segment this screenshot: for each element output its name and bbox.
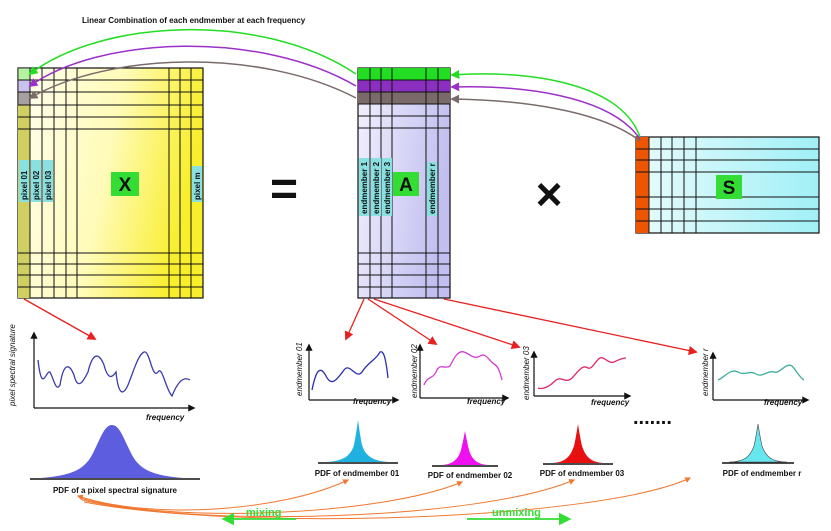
orange-arrow-em1: [76, 479, 350, 511]
arrow-x-to-signature: [23, 298, 97, 340]
x-cell-green: [17, 67, 31, 81]
a-matrix-label: A: [399, 175, 413, 196]
pdf-pixel: PDF of a pixel spectral signature: [30, 425, 200, 495]
x-label-box: [111, 172, 139, 196]
svg-text:frequency: frequency: [353, 397, 392, 406]
s-matrix-label: S: [723, 178, 736, 199]
matrix-s: S: [635, 136, 820, 234]
combination-arrows: [28, 29, 641, 142]
orange-arrow-em3: [81, 479, 576, 518]
orange-arrow-em2: [79, 481, 464, 514]
svg-text:frequency: frequency: [467, 397, 506, 406]
times-sign: ×: [536, 168, 563, 220]
arrow-a-to-x-purple: [28, 45, 357, 88]
matrix-x: pixel 01 pixel 02 pixel 03 pixel m X: [17, 67, 204, 299]
signature-plot-xlabel: frequency: [146, 413, 185, 422]
orange-arrow-emr: [83, 477, 692, 520]
pdf-endmember-1-label: PDF of endmember 01: [315, 469, 400, 478]
svg-text:endmember 1: endmember 1: [360, 161, 369, 214]
equals-sign: =: [270, 163, 298, 216]
endmember-2-curve: [423, 351, 503, 386]
endmember-3-curve: [537, 357, 627, 390]
a-column-label-endmember-3: endmember 3: [382, 158, 392, 216]
svg-text:endmember r: endmember r: [701, 348, 710, 396]
svg-text:endmember 2: endmember 2: [372, 161, 381, 214]
a-column-label-endmember-1: endmember 1: [359, 158, 369, 216]
red-arrows: [23, 298, 698, 355]
x-cell-purple: [17, 79, 31, 93]
arrow-a-to-em2: [367, 298, 438, 346]
svg-text:pixel m: pixel m: [193, 172, 202, 200]
pdf-pixel-label: PDF of a pixel spectral signature: [53, 486, 178, 495]
a-column-label-endmember-r: endmember r: [427, 162, 437, 216]
svg-text:endmember 03: endmember 03: [522, 346, 531, 400]
x-column-label-pixel-m: pixel m: [192, 166, 202, 202]
a-column-label-endmember-2: endmember 2: [371, 158, 381, 216]
svg-text:pixel 02: pixel 02: [32, 170, 41, 200]
arrow-a-to-x-gray: [28, 61, 357, 99]
x-grid: [18, 68, 203, 298]
svg-text:frequency: frequency: [591, 398, 630, 407]
svg-text:frequency: frequency: [764, 398, 803, 407]
x-cell-gray: [17, 91, 31, 106]
svg-text:pixel 03: pixel 03: [44, 170, 53, 200]
mixing-label: mixing: [246, 507, 281, 519]
endmember-plot-3: endmember 03 frequency: [522, 346, 632, 407]
endmember-1-curve: [311, 351, 389, 391]
pdf-endmember-3: PDF of endmember 03: [540, 424, 625, 478]
pdf-endmember-r: PDF of endmember r: [722, 423, 802, 478]
pdf-endmember-r-label: PDF of endmember r: [723, 469, 802, 478]
signature-plot-ylabel: pixel spectral signature: [8, 324, 17, 407]
endmember-plot-2: endmember 02 frequency: [410, 343, 510, 406]
diagram-title: Linear Combination of each endmember at …: [82, 16, 306, 25]
x-column-label-pixel-01: pixel 01: [19, 160, 29, 202]
a-label-box: [393, 172, 419, 196]
matrix-a: endmember 1 endmember 2 endmember 3 endm…: [357, 67, 451, 299]
arrow-s-to-a-green: [450, 69, 641, 138]
svg-text:endmember 3: endmember 3: [383, 161, 392, 214]
signature-curve: [37, 351, 191, 398]
pdf-endmember-1: PDF of endmember 01: [315, 420, 400, 478]
mixing-indicator: mixing: [221, 507, 296, 526]
svg-text:endmember 02: endmember 02: [410, 344, 419, 398]
unmixing-indicator: unmixing: [467, 507, 572, 526]
endmember-r-curve: [717, 364, 805, 381]
a-row-gray: [358, 92, 450, 104]
pdf-endmember-2: PDF of endmember 02: [428, 431, 513, 480]
s-label-box: [716, 175, 742, 199]
pdf-endmember-2-label: PDF of endmember 02: [428, 471, 513, 480]
arrow-a-to-em1: [344, 298, 365, 341]
unmixing-label: unmixing: [492, 507, 541, 519]
arrow-a-to-em3: [373, 298, 521, 350]
pdf-endmember-3-label: PDF of endmember 03: [540, 469, 625, 478]
a-row-green: [358, 68, 450, 80]
x-matrix-label: X: [119, 175, 132, 196]
arrow-a-to-x-green: [28, 29, 357, 76]
svg-text:endmember 01: endmember 01: [295, 342, 304, 396]
signature-plot: pixel spectral signature frequency: [8, 324, 196, 422]
x-column-label-pixel-02: pixel 02: [31, 160, 41, 202]
endmember-plot-1: endmember 01 frequency: [295, 342, 400, 406]
s-grid: [636, 137, 819, 233]
svg-text:pixel 01: pixel 01: [20, 170, 29, 200]
s-column-orange: [636, 137, 649, 233]
endmember-plot-r: endmember r frequency: [701, 348, 810, 407]
arrow-s-to-a-gray: [450, 94, 641, 142]
a-row-purple: [358, 80, 450, 92]
ellipsis-dots: .......: [633, 407, 672, 429]
a-grid: [358, 68, 450, 298]
svg-text:endmember r: endmember r: [428, 163, 437, 214]
arrow-a-to-emr: [443, 298, 698, 355]
orange-arrows: [76, 477, 692, 520]
arrow-s-to-a-purple: [450, 82, 641, 140]
x-column-label-pixel-03: pixel 03: [43, 160, 53, 202]
